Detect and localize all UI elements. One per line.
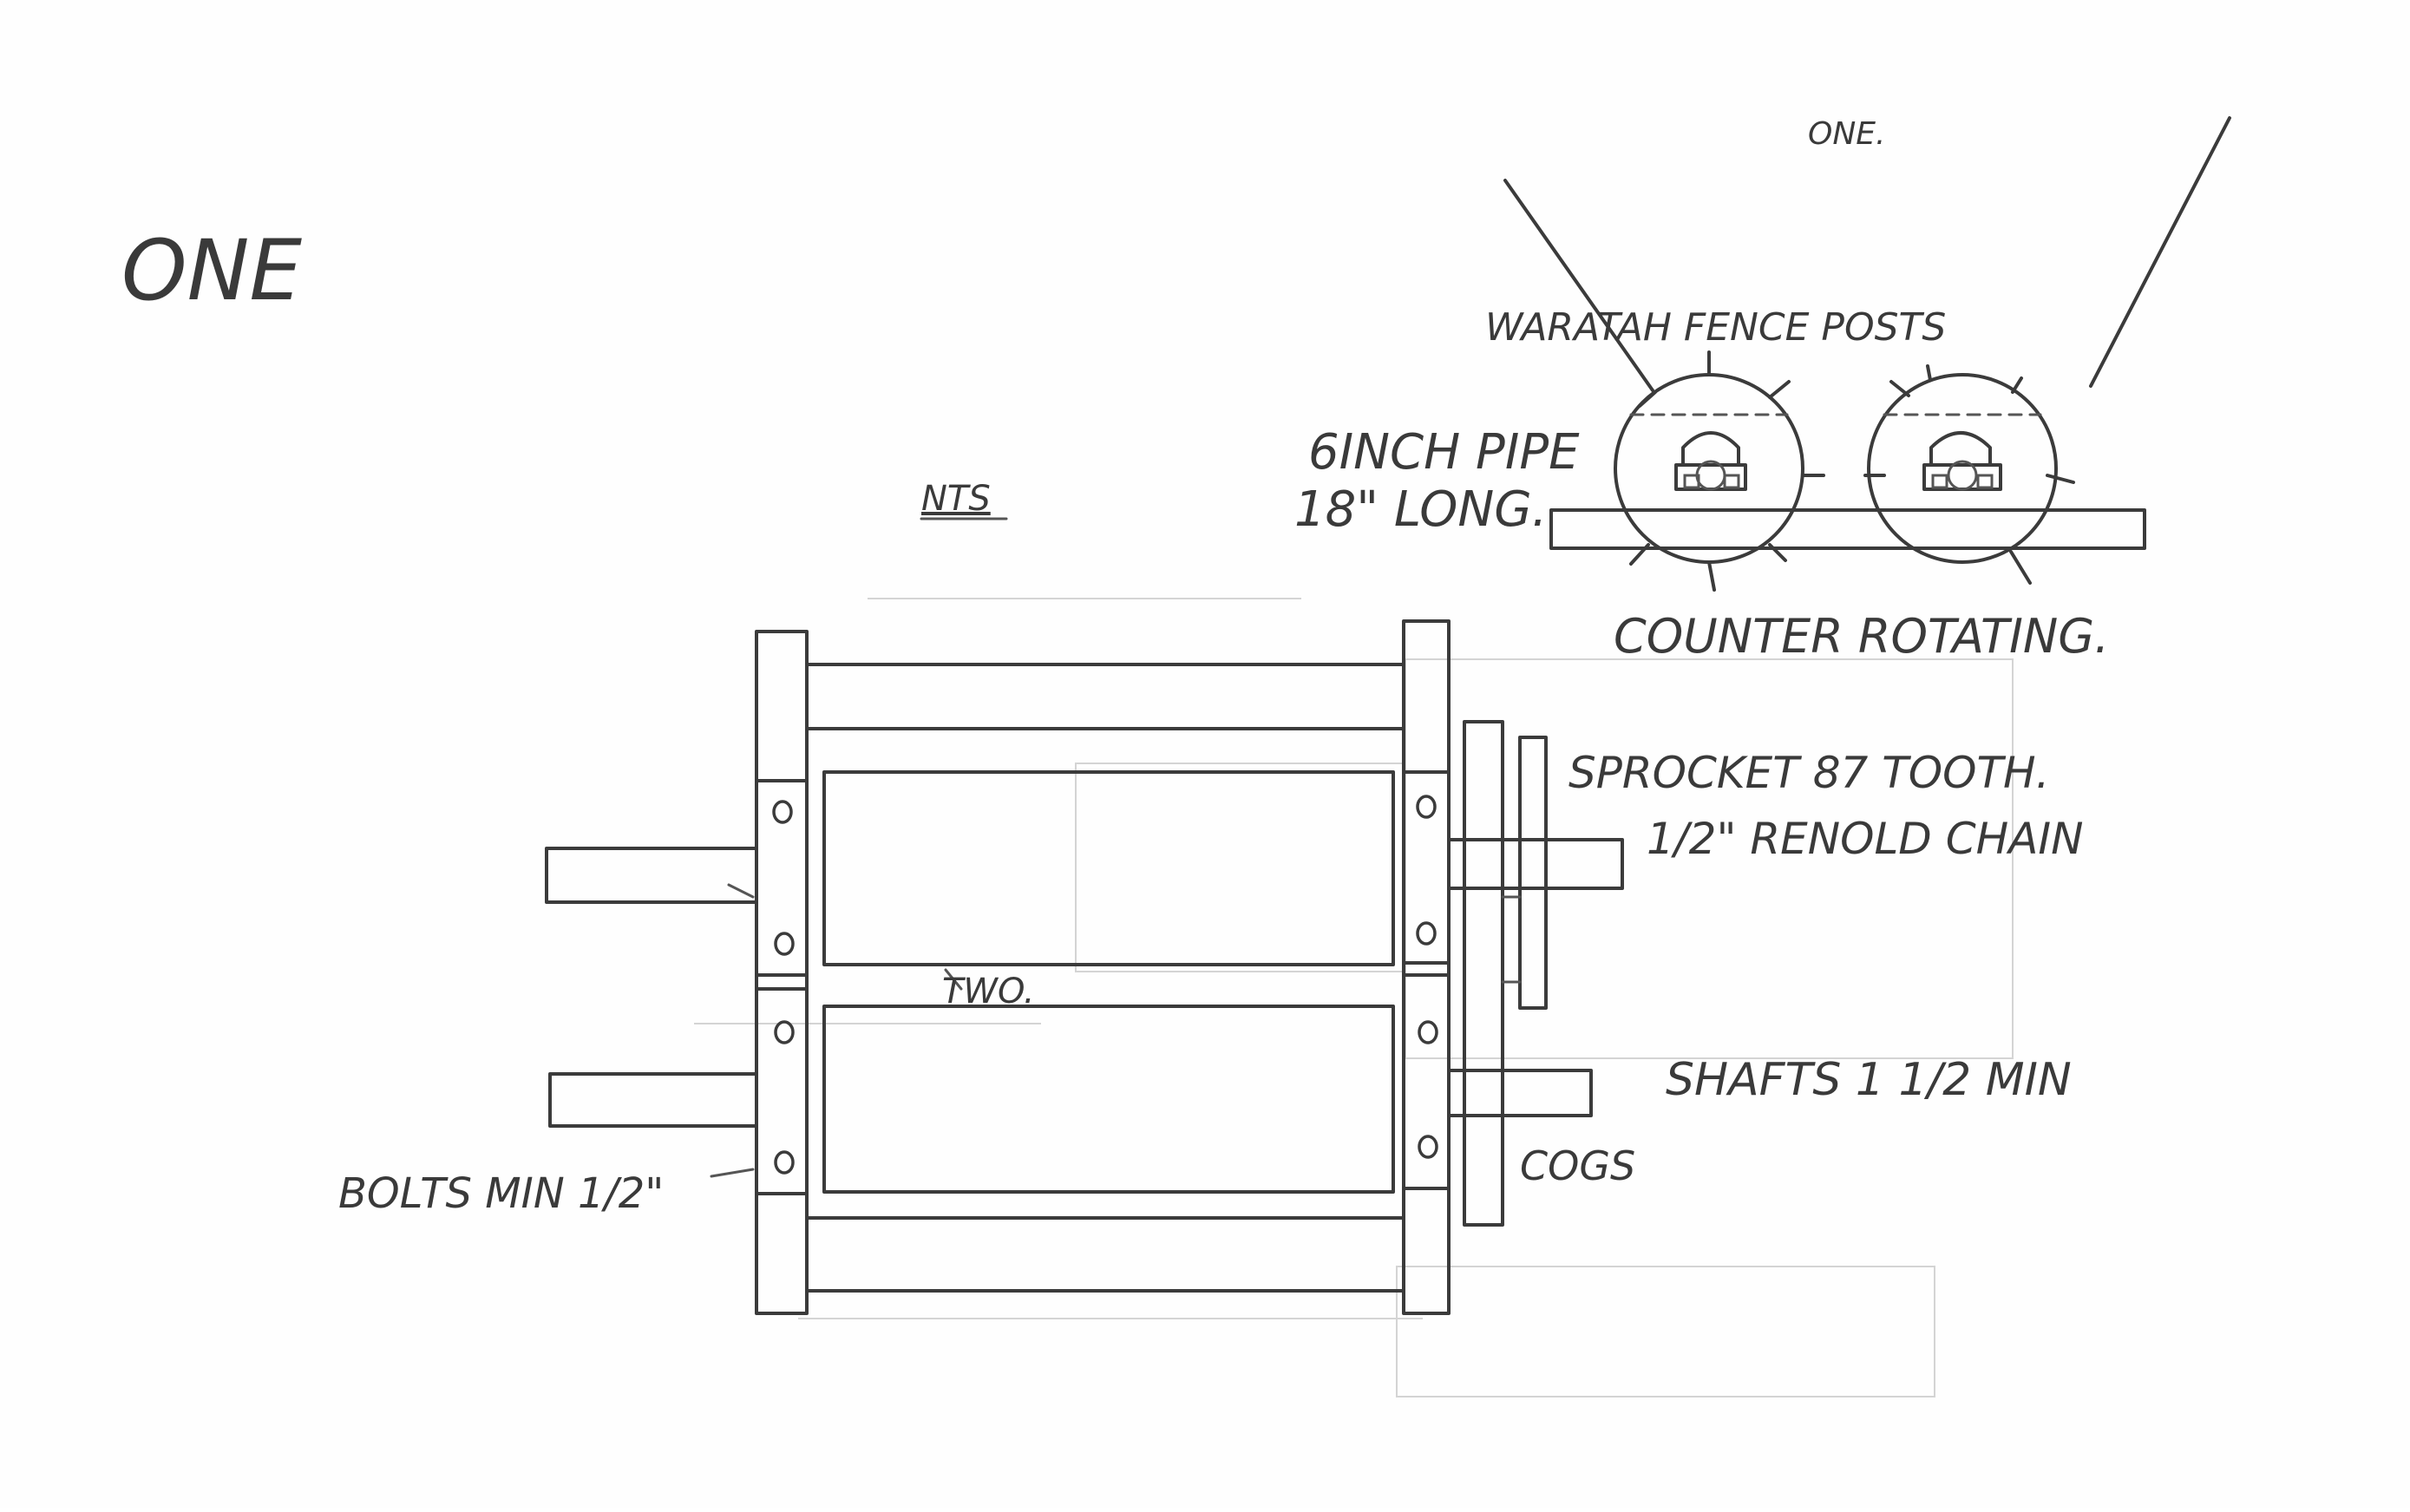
pipe-size-label: 6INCH PIPE: [1308, 424, 1580, 481]
title-label: ONE: [121, 222, 302, 319]
sprocket-label: SPROCKET 87 TOOTH.: [1568, 748, 2050, 798]
plan-view-diagram: [545, 619, 1624, 1315]
left-post: [755, 630, 809, 1315]
cog-gear: [1463, 720, 1504, 1227]
base-plank: [1549, 508, 2146, 550]
roller-upper: [822, 770, 1395, 966]
bolts-label: BOLTS MIN 1/2": [338, 1169, 664, 1218]
bottom-rail: [805, 1216, 1405, 1293]
chain-label: 1/2" RENOLD CHAIN: [1647, 814, 2084, 864]
pipe-length-label: 18" LONG.: [1294, 481, 1547, 538]
shaft-lower-right: [1447, 1069, 1593, 1117]
shaft-upper-right: [1447, 838, 1624, 890]
shaft-upper-left: [545, 847, 758, 904]
roller-lower: [822, 1005, 1395, 1194]
fence-posts-label: WARATAH FENCE POSTS: [1485, 305, 1946, 350]
fence-post-right: [2089, 116, 2231, 388]
scale-note-label: NTS: [921, 479, 991, 519]
end-view-diagram: [1503, 116, 2231, 592]
right-post: [1402, 619, 1451, 1315]
top-rail: [805, 663, 1405, 730]
rotation-label: COUNTER ROTATING.: [1614, 609, 2109, 664]
fence-post-left: [1503, 179, 1654, 392]
sprocket-disc: [1518, 736, 1548, 1010]
shaft-lower-left: [548, 1072, 758, 1128]
shafts-label: SHAFTS 1 1/2 MIN: [1666, 1054, 2072, 1106]
view-ref-label: ONE.: [1808, 116, 1885, 152]
cogs-label: COGS: [1520, 1142, 1635, 1189]
section-ref-label: TWO.: [942, 972, 1035, 1011]
bolt-holes: [772, 795, 1438, 1175]
roller-right: [1863, 364, 2075, 585]
roller-left: [1614, 350, 1825, 592]
ghost-traces: [694, 598, 2014, 1397]
